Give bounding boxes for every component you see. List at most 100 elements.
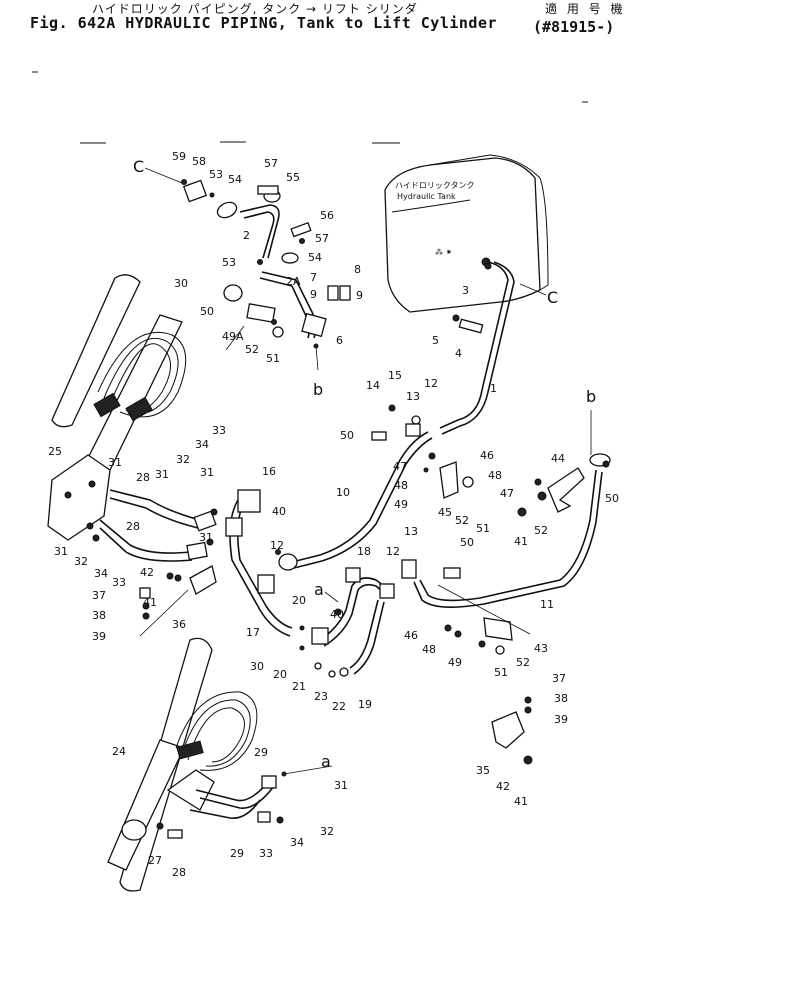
callout: 49 xyxy=(448,656,462,669)
callout: 39 xyxy=(92,630,106,643)
callout: 13 xyxy=(404,525,418,538)
callout: 47 xyxy=(500,487,514,500)
callout: 10 xyxy=(336,486,350,499)
callout: 28 xyxy=(172,866,186,879)
callout: 50 xyxy=(200,305,214,318)
callout: 20 xyxy=(273,668,287,681)
callout: 37 xyxy=(92,589,106,602)
callout: 49 xyxy=(394,498,408,511)
callout: 17 xyxy=(246,626,260,639)
tube-10 xyxy=(291,431,429,563)
callout: 31 xyxy=(199,531,213,544)
applicable-serial-label: 適 用 号 機 xyxy=(545,2,626,16)
callout: 14 xyxy=(366,379,380,392)
callout: 58 xyxy=(192,155,206,168)
pipe-2 xyxy=(239,204,280,259)
leader-lines xyxy=(139,167,592,775)
callout: 48 xyxy=(488,469,502,482)
japanese-title: ハイドロリック パイピング, タンク → リフト シリンダ xyxy=(92,2,418,16)
callout: 23 xyxy=(314,690,328,703)
callout: 33 xyxy=(259,847,273,860)
callout: 36 xyxy=(172,618,186,631)
callout: 7 xyxy=(310,271,317,284)
callout: 12 xyxy=(386,545,400,558)
callout: 30 xyxy=(174,277,188,290)
svg-text:⁂ ⁕: ⁂ ⁕ xyxy=(435,247,452,257)
callout-labels: 59 58 53 54 57 55 56 2 57 53 54 2A 7 8 9… xyxy=(48,150,619,879)
callout: 44 xyxy=(551,452,565,465)
callout: 52 xyxy=(455,514,469,527)
callout: 22 xyxy=(332,700,346,713)
callout: 48 xyxy=(422,643,436,656)
callout: 5 xyxy=(432,334,439,347)
connection-a: a xyxy=(321,752,331,771)
callout: 53 xyxy=(222,256,236,269)
manifold-plate-25 xyxy=(47,454,218,562)
callout: 50 xyxy=(605,492,619,505)
callout: 2A xyxy=(286,275,301,288)
callout: 51 xyxy=(494,666,508,679)
callout: 3 xyxy=(462,284,469,297)
callout: 39 xyxy=(554,713,568,726)
connection-b: b xyxy=(313,380,323,399)
dash-marks xyxy=(32,71,588,144)
callout: 6 xyxy=(336,334,343,347)
callout: 16 xyxy=(262,465,276,478)
callout: 13 xyxy=(406,390,420,403)
callout: 42 xyxy=(496,780,510,793)
callout: 53 xyxy=(209,168,223,181)
callout: 43 xyxy=(534,642,548,655)
callout: 32 xyxy=(320,825,334,838)
callout: 4 xyxy=(455,347,462,360)
callout: 34 xyxy=(195,438,209,451)
tube-1 xyxy=(439,261,509,429)
callout: 18 xyxy=(357,545,371,558)
callout: 33 xyxy=(212,424,226,437)
clamp-16 xyxy=(237,489,261,513)
callout: 41 xyxy=(143,596,157,609)
callout: 59 xyxy=(172,150,186,163)
callout: 49A xyxy=(222,330,244,343)
callout: 52 xyxy=(245,343,259,356)
callout: 38 xyxy=(554,692,568,705)
hydraulic-tank: ハイドロリックタンク Hydraulic Tank ⁂ ⁕ xyxy=(384,154,549,313)
callout: 27 xyxy=(148,854,162,867)
callout: 29 xyxy=(230,847,244,860)
callout: 9 xyxy=(310,288,317,301)
callout: 15 xyxy=(388,369,402,382)
callout: 34 xyxy=(290,836,304,849)
lift-cylinder-upper xyxy=(51,274,187,471)
callout: 46 xyxy=(404,629,418,642)
callout: 41 xyxy=(514,795,528,808)
callout: 25 xyxy=(48,445,62,458)
callout: 35 xyxy=(476,764,490,777)
callout: 32 xyxy=(74,555,88,568)
connection-b: b xyxy=(586,387,596,406)
callout: 52 xyxy=(516,656,530,669)
callout: 30 xyxy=(250,660,264,673)
callout: 46 xyxy=(480,449,494,462)
callout: 31 xyxy=(108,456,122,469)
callout: 11 xyxy=(540,598,554,611)
callout: 12 xyxy=(270,539,284,552)
callout: 57 xyxy=(315,232,329,245)
callout: 52 xyxy=(534,524,548,537)
callout: 9 xyxy=(356,289,363,302)
callout: 50 xyxy=(460,536,474,549)
callout: 45 xyxy=(438,506,452,519)
tube-11 xyxy=(419,469,597,602)
callout: 31 xyxy=(334,779,348,792)
callout: 51 xyxy=(266,352,280,365)
callout: 48 xyxy=(394,479,408,492)
callout: 21 xyxy=(292,680,306,693)
serial-range: (#81915-) xyxy=(533,18,615,36)
callout: 8 xyxy=(354,263,361,276)
callout: 31 xyxy=(155,468,169,481)
callout: 40 xyxy=(330,608,344,621)
callout: 31 xyxy=(200,466,214,479)
callout: 29 xyxy=(254,746,268,759)
tube-17 xyxy=(229,499,291,637)
callout: 54 xyxy=(308,251,322,264)
